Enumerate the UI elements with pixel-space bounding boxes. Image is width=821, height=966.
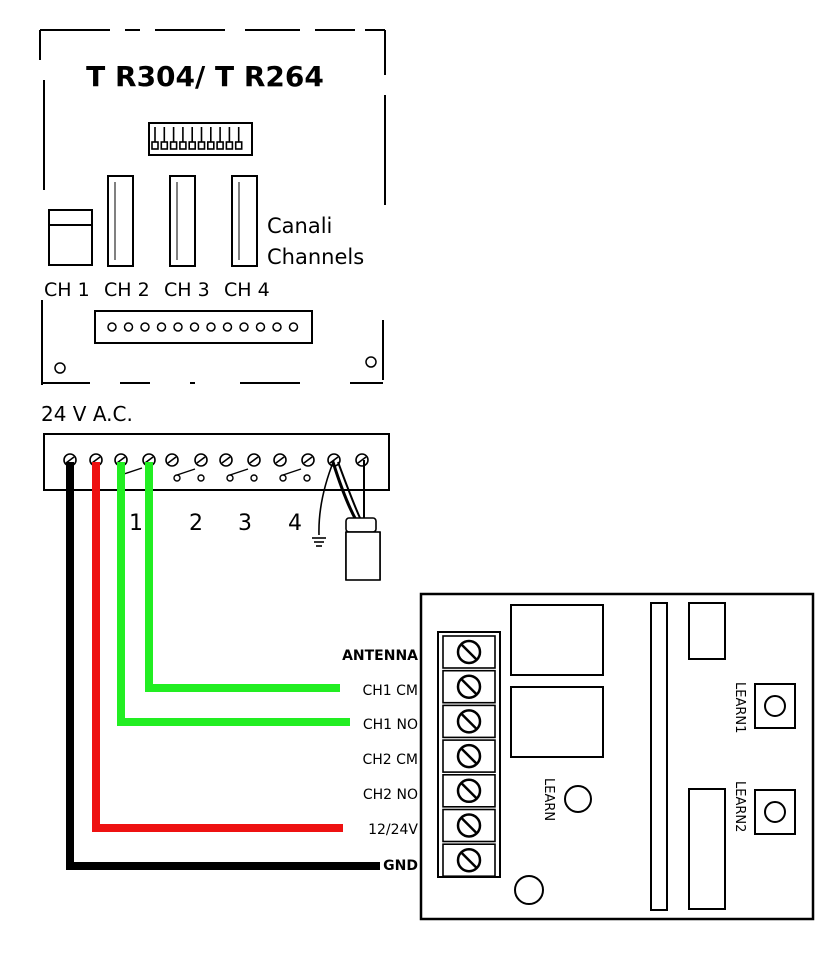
wire-ground [66, 462, 380, 870]
dip-key-tip [216, 141, 224, 150]
power-label: 24 V A.C. [41, 402, 133, 426]
strip-hole [288, 322, 299, 332]
strip-hole [255, 322, 266, 332]
wires [66, 462, 380, 870]
new-terminal-slot [460, 747, 478, 765]
dip-key-tip [225, 141, 234, 150]
learn1-button[interactable] [764, 695, 786, 717]
ch1-module [48, 209, 93, 266]
channel-label-1: CH 1 [44, 279, 90, 301]
learn1-label: LEARN1 [732, 682, 747, 733]
old-terminal-slot [303, 456, 313, 464]
learn-button[interactable] [564, 785, 592, 813]
old-board-outline [39, 29, 386, 385]
new-terminal-slot [460, 816, 478, 835]
old-terminal-block: 24 V A.C. 1 2 3 4 [41, 402, 390, 581]
relay-2 [510, 686, 604, 758]
terminal-label-ch2-no: CH2 NO [363, 787, 418, 803]
terminal-label-ch1-no: CH1 NO [363, 717, 418, 733]
mount-hole-left [54, 362, 66, 374]
dip-key-tip [197, 141, 206, 150]
mount-hole-right [365, 356, 377, 368]
terminal-label-12-24v: 12/24V [368, 822, 418, 838]
strip-hole [156, 322, 167, 332]
strip-hole [272, 322, 282, 332]
strip-hole [222, 322, 233, 332]
dip-key-tip [207, 141, 215, 150]
wire-ch1-no [117, 462, 350, 726]
learn2-button[interactable] [764, 801, 786, 823]
pcb-bottom-hole [514, 875, 544, 905]
strip-hole [206, 322, 216, 332]
dip-key-tip [234, 141, 243, 150]
learn-label: LEARN [541, 778, 556, 821]
new-terminal-slot [460, 781, 478, 800]
old-terminal-slot [167, 456, 177, 464]
new-terminal-block [437, 631, 501, 878]
relay-contacts [123, 467, 311, 482]
dip-key-tip [169, 141, 178, 150]
dip-key-tip [151, 141, 159, 150]
channels-label-en: Channels [267, 245, 364, 269]
relay-number-1: 1 [129, 511, 143, 536]
old-receiver-title: T R304/ T R264 [86, 60, 324, 93]
dip-key-tip [179, 141, 187, 150]
relay-number-3: 3 [238, 511, 252, 536]
new-receiver-board: ANTENNA CH1 CM CH1 NO CH2 CM CH2 NO 12/2… [342, 592, 815, 921]
pcb-small-component [688, 602, 726, 660]
channel-label-2: CH 2 [104, 279, 150, 301]
old-terminal-slot [357, 456, 367, 464]
relay-1 [510, 604, 604, 676]
terminal-label-ch2-cm: CH2 CM [362, 752, 418, 768]
channel-label-3: CH 3 [164, 279, 210, 301]
old-receiver-board: T R304/ T R264 Canali Channels CH 1 CH 2… [39, 29, 386, 385]
strip-hole [123, 322, 134, 332]
terminal-label-antenna: ANTENNA [342, 648, 418, 664]
old-terminal-slot [275, 456, 285, 464]
wire-ch1-cm [145, 462, 340, 692]
antenna-ground-symbol [312, 459, 335, 547]
ch2-module [107, 175, 134, 267]
channels-label-it: Canali [267, 214, 332, 238]
relay-number-4: 4 [288, 511, 302, 536]
new-terminal-slot [460, 643, 478, 661]
pcb-tall-component [688, 788, 726, 910]
new-terminal-slot [460, 851, 478, 870]
strip-hole [173, 322, 183, 332]
ch3-module [169, 175, 196, 267]
old-terminal-slot [249, 456, 259, 464]
new-terminal-slot [460, 712, 478, 731]
strip-hole [189, 322, 200, 332]
new-terminal-slot [460, 677, 478, 696]
terminal-label-gnd: GND [383, 858, 418, 874]
dip-key-tip [160, 141, 169, 150]
dip-switch [148, 122, 253, 156]
coax-cable-icon [331, 460, 381, 581]
channel-label-4: CH 4 [224, 279, 270, 301]
dip-key-tip [188, 141, 196, 150]
learn2-label: LEARN2 [732, 781, 747, 832]
strip-hole [107, 322, 117, 332]
channel-modules [48, 175, 258, 267]
old-terminal-slot [221, 456, 231, 464]
ch4-module [231, 175, 258, 267]
terminal-label-ch1-cm: CH1 CM [362, 683, 418, 699]
strip-hole [239, 322, 249, 332]
old-terminal-slot [196, 456, 206, 464]
pcb-vertical-component [650, 602, 668, 911]
wire-power-12-24v [92, 462, 343, 832]
board-connector-strip [94, 310, 313, 344]
relay-number-2: 2 [189, 511, 203, 536]
strip-hole [140, 322, 150, 332]
